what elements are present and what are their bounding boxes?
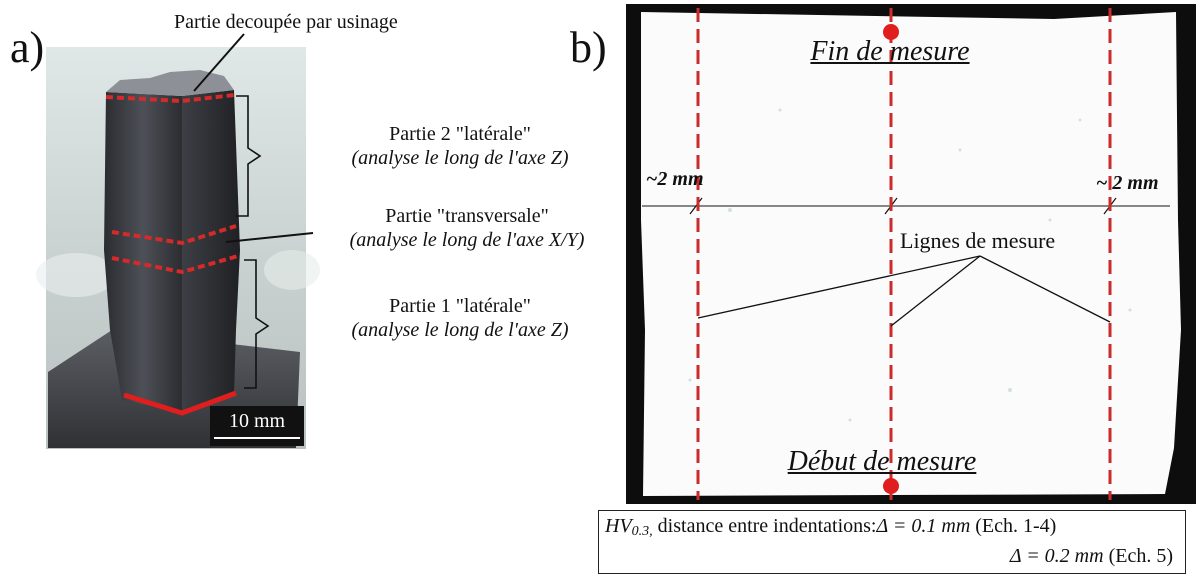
part1-title: Partie 1 "latérale" [389,295,531,317]
note-line-1: HV0.3, distance entre indentations:Δ = 0… [605,515,1056,540]
cut-line-top [105,93,235,104]
start-of-measure-label: Début de mesure [787,446,977,477]
part1-label: Partie 1 "latérale" (analyse le long de … [310,294,610,342]
top-callout-label: Partie decoupée par usinage [174,11,398,33]
end-of-measure-label: Fin de mesure [810,36,970,67]
top-callout-line [193,33,245,92]
sample-range-2: (Ech. 5) [1103,545,1173,567]
hv-symbol: HV [605,515,632,537]
section-sample [641,12,1181,496]
tick-left [689,197,703,215]
part2-title: Partie 2 "latérale" [389,123,531,145]
transverse-subtitle: (analyse le long de l'axe X/Y) [349,229,585,251]
transverse-callout-line [225,232,314,243]
panel-a-label: a) [10,23,45,72]
lines-callout-right [979,255,1111,323]
start-marker [883,478,899,494]
part2-subtitle: (analyse le long de l'axe Z) [351,147,569,169]
end-marker [883,24,899,40]
scale-bar-label: 10 mm [228,410,286,432]
pillar-left-face [104,92,182,412]
lines-callout-left [697,255,981,319]
cut-line-transverse-upper [111,224,237,246]
left-distance-label: ~2 mm [646,168,704,190]
transverse-title: Partie "transversale" [385,205,549,227]
right-distance-label: ~ 2 mm [1096,172,1159,194]
note-line-2: Δ = 0.2 mm (Ech. 5) [1010,545,1173,568]
part1-brace [244,259,270,389]
panel-b-label: b) [570,23,607,72]
sample-range-1: (Ech. 1-4) [970,515,1057,537]
indentation-note: HV0.3, distance entre indentations:Δ = 0… [598,510,1186,574]
note-text: distance entre indentations: [652,515,877,537]
pillar-right-face [182,90,240,412]
sample-speckles [688,108,1132,422]
transverse-label: Partie "transversale" (analyse le long d… [312,204,622,252]
lines-callout-center [890,255,981,327]
hv-subscript: 0.3, [631,524,653,539]
measure-lines-label: Lignes de mesure [898,228,1058,254]
part1-subtitle: (analyse le long de l'axe Z) [351,319,569,341]
delta-2: Δ = 0.2 mm [1009,545,1104,567]
scale-bar-box [210,406,304,446]
cut-line-transverse-lower [111,254,239,275]
cut-line-base [123,390,237,416]
delta-1: Δ = 0.1 mm [876,515,971,537]
pillar-machined-top [106,70,234,96]
part2-label: Partie 2 "latérale" (analyse le long de … [310,122,610,170]
part2-brace [236,95,262,217]
